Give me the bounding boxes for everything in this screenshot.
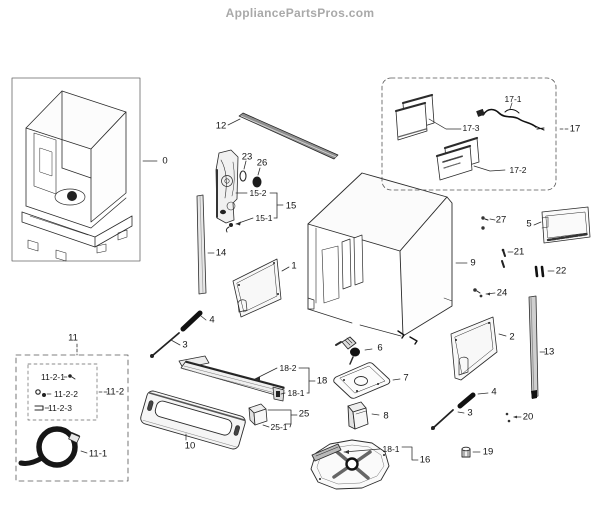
callout-13: 13: [543, 346, 555, 358]
part-18-rail-group: [178, 355, 316, 402]
part-6-nozzle: [335, 336, 373, 365]
part-2-access-panel: [450, 316, 507, 381]
callout-4-right: 4: [491, 386, 497, 398]
part-7-mount-plate: [333, 362, 401, 399]
callout-17-2: 17-2: [509, 164, 527, 175]
callout-0: 0: [162, 155, 168, 167]
callout-18-1: 18-1: [287, 387, 305, 398]
callout-18: 18: [316, 375, 328, 387]
part-19-clip-nut: [461, 446, 481, 458]
callout-3-right: 3: [467, 407, 473, 419]
part-14-side-strip: [196, 194, 215, 295]
callout-2: 2: [509, 331, 515, 343]
callout-15: 15: [285, 200, 297, 212]
callout-20: 20: [522, 411, 534, 423]
part-4-left-damper: [180, 310, 207, 332]
part-17-panel-kit-box: [381, 77, 569, 191]
part-12-rail-strip: [227, 112, 339, 160]
part-25-junction-box: [248, 403, 298, 428]
callout-7: 7: [403, 372, 409, 384]
part-11-hose-kit-box: [15, 343, 129, 482]
part-1-access-panel: [232, 258, 290, 318]
callout-17: 17: [569, 123, 581, 135]
part-27-screws: [481, 216, 496, 230]
callout-26: 26: [256, 157, 268, 169]
callout-5: 5: [526, 218, 532, 230]
part-15-pump-panel-group: [215, 149, 284, 233]
part-21-screws: [501, 248, 514, 268]
part-13-side-strip: [528, 295, 546, 399]
callout-19: 19: [482, 446, 494, 458]
part-4-right-damper: [457, 392, 489, 409]
part-10-base-front-frame: [140, 390, 246, 450]
callout-18-1-base: 18-1: [382, 443, 400, 454]
callout-24: 24: [496, 287, 508, 299]
part-20-screws: [505, 412, 522, 423]
part-9-tub-shell: [307, 172, 468, 345]
part-22-screws: [534, 265, 555, 278]
callout-8: 8: [383, 410, 389, 422]
callout-25-1: 25-1: [270, 421, 288, 432]
callout-15-2: 15-2: [249, 187, 267, 198]
part-5-panel: [533, 206, 591, 244]
callout-17-3: 17-3: [462, 122, 480, 133]
callout-9: 9: [470, 257, 476, 269]
callout-27: 27: [495, 214, 507, 226]
callout-10: 10: [184, 440, 196, 452]
callout-25: 25: [298, 408, 310, 420]
callout-11-2: 11-2: [105, 386, 125, 398]
site-watermark: AppliancePartsPros.com: [225, 6, 375, 20]
callout-11-2-3: 11-2-3: [48, 402, 72, 413]
callout-12: 12: [215, 120, 227, 132]
callout-11: 11: [68, 332, 78, 344]
callout-14: 14: [215, 247, 227, 259]
part-16-base-assembly: [310, 439, 419, 490]
callout-22: 22: [555, 265, 567, 277]
callout-11-2-1: 11-2-1: [41, 371, 65, 382]
callout-1: 1: [291, 260, 297, 272]
callout-18-2: 18-2: [279, 362, 297, 373]
callout-4-left: 4: [209, 314, 215, 326]
part-3-left-rod: [150, 332, 181, 358]
part-8-bracket: [347, 401, 380, 430]
callout-23: 23: [241, 151, 253, 163]
callout-16: 16: [419, 454, 431, 466]
callout-11-2-2: 11-2-2: [54, 388, 78, 399]
callout-17-1: 17-1: [504, 93, 522, 104]
part-3-right-rod: [431, 409, 465, 430]
callout-21: 21: [513, 246, 525, 258]
callout-6: 6: [377, 342, 383, 354]
part-24-screws: [473, 288, 496, 298]
part-0-cabinet-assembly: [11, 77, 158, 262]
callout-15-1: 15-1: [255, 212, 273, 223]
callout-3-left: 3: [182, 339, 188, 351]
callout-11-1: 11-1: [88, 448, 108, 460]
